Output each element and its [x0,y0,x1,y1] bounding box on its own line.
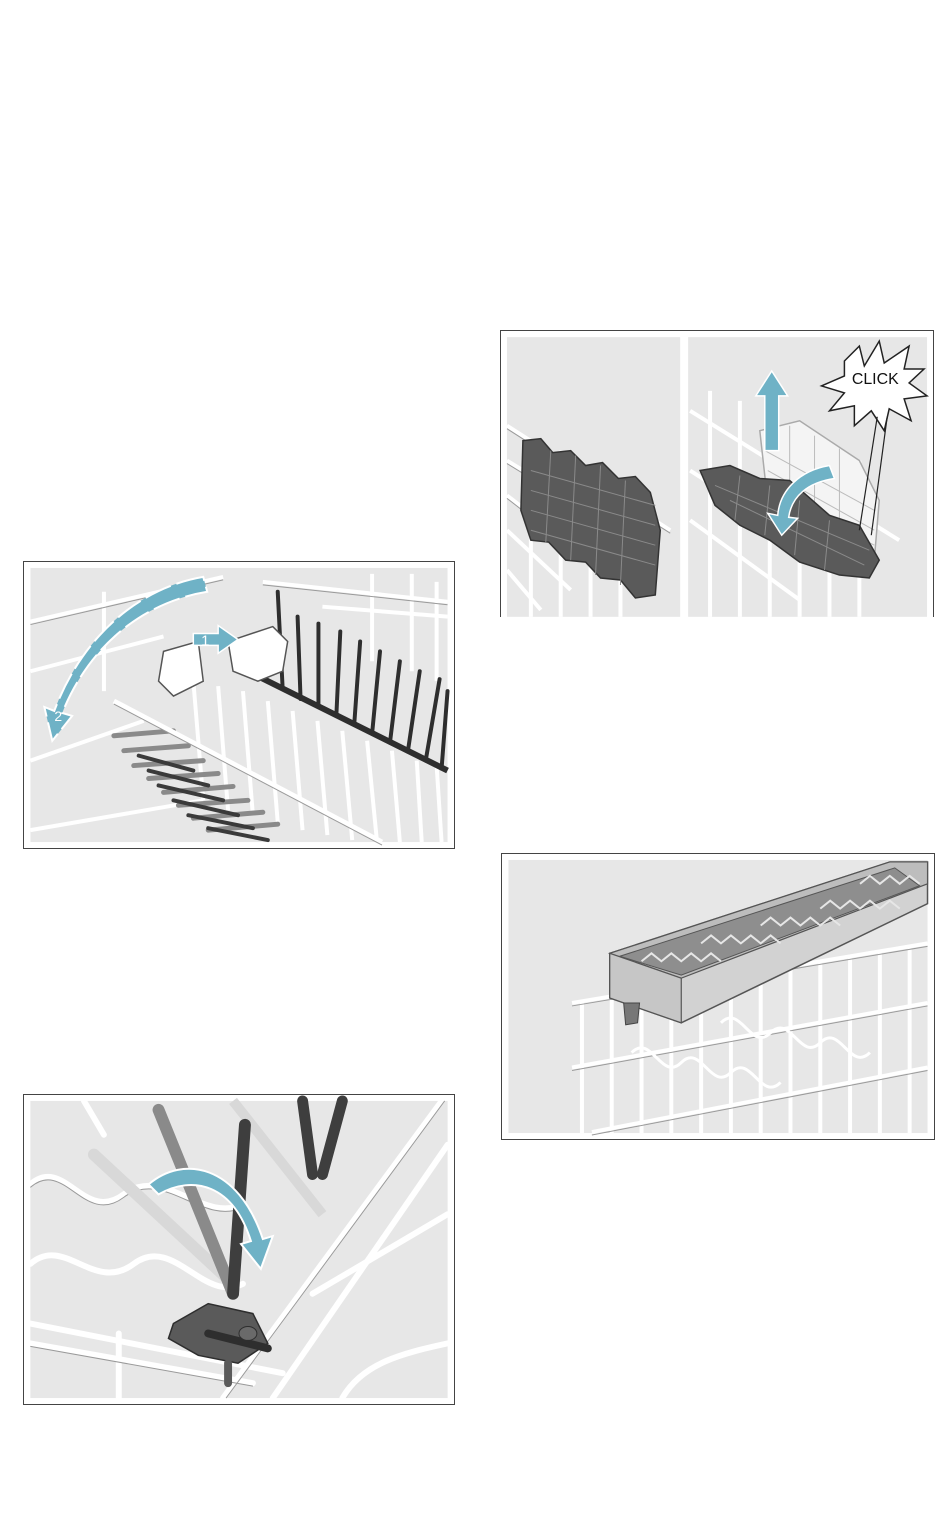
tine-lever-illustration [24,1095,454,1404]
click-callout-label: CLICK [852,371,899,388]
figure-folding-racks: 1 2 [23,561,455,849]
figure-cutlery-tray [501,853,935,1140]
figure-tine-lever [23,1094,455,1405]
step-label-1: 1 [201,633,209,649]
folding-racks-illustration: 1 2 [24,562,454,848]
step-label-2: 2 [54,708,62,724]
spike-insert-illustration: CLICK [501,331,933,617]
tray-clip [624,1003,640,1025]
cutlery-tray-illustration [502,854,934,1139]
figure-spike-insert: CLICK [500,330,934,617]
